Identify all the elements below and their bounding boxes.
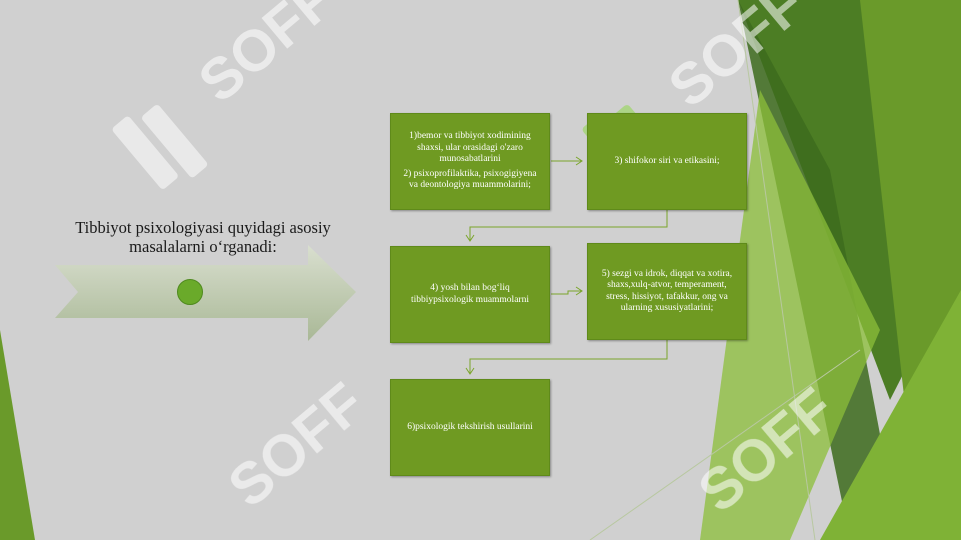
box-1-text-a: 1)bemor va tibbiyot xodimining shaxsi, u… xyxy=(409,131,531,165)
connector-4-5-head xyxy=(575,286,583,296)
box-5: 5) sezgi va idrok, diqqat va xotira, sha… xyxy=(587,243,747,340)
box-1-text-b: 2) psixoprofilaktika, psixogigiyena va d… xyxy=(403,168,537,191)
connector-4-5 xyxy=(551,290,582,295)
box-6-text: 6)psixologik tekshirish usullarini xyxy=(407,421,533,432)
main-arrow-shape xyxy=(55,245,356,341)
right-thin-line-2 xyxy=(589,349,861,540)
connector-3-4 xyxy=(469,210,668,241)
connector-5-6 xyxy=(469,340,668,374)
box-6: 6)psixologik tekshirish usullarini xyxy=(390,379,550,476)
left-edge-shape xyxy=(0,330,35,540)
right-thin-line-1 xyxy=(737,0,816,540)
connector-1-3-head xyxy=(575,156,583,166)
box-1: 1)bemor va tibbiyot xodimining shaxsi, u… xyxy=(390,113,550,210)
connector-5-6-head xyxy=(465,367,475,375)
watermark-text-1: SOFF xyxy=(187,0,347,115)
box-3: 3) shifokor siri va etikasini; xyxy=(587,113,747,210)
connector-3-4-head xyxy=(465,234,475,242)
connectors xyxy=(465,156,668,375)
right-bottom-shape xyxy=(820,290,961,540)
box-5-text: 5) sezgi va idrok, diqqat va xotira, sha… xyxy=(601,268,733,314)
watermark-text-3: SOFF xyxy=(217,371,377,520)
green-dot-icon xyxy=(177,279,203,305)
box-4: 4) yosh bilan bog‘liq tibbiypsixologik m… xyxy=(390,246,550,343)
box-3-text: 3) shifokor siri va etikasini; xyxy=(614,155,720,166)
box-4-text: 4) yosh bilan bog‘liq tibbiypsixologik m… xyxy=(411,283,529,305)
slide-title: Tibbiyot psixologiyasi quyidagi asosiy m… xyxy=(75,218,331,256)
